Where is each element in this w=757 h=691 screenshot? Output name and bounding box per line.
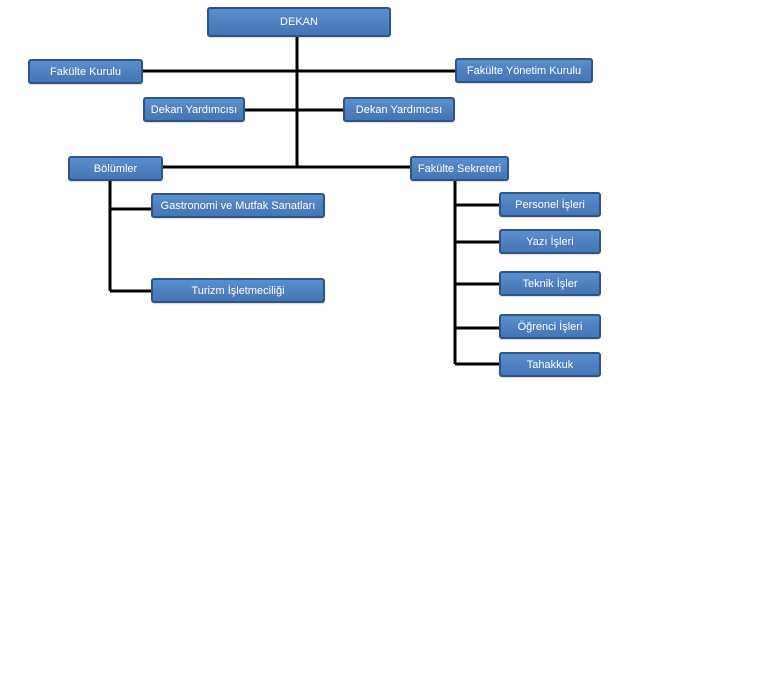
node-bolumler-label: Bölümler <box>93 162 138 175</box>
node-dekan-yardimcisi-1[interactable]: Dekan Yardımcısı <box>143 97 245 122</box>
node-yazi-label: Yazı İşleri <box>526 235 574 248</box>
node-tahakkuk[interactable]: Tahakkuk <box>499 352 601 377</box>
node-turizm-label: Turizm İşletmeciliği <box>191 284 285 297</box>
node-personel[interactable]: Personel İşleri <box>499 192 601 217</box>
node-gastronomi-label: Gastronomi ve Mutfak Sanatları <box>160 199 316 212</box>
node-ogrenci[interactable]: Öğrenci İşleri <box>499 314 601 339</box>
node-turizm[interactable]: Turizm İşletmeciliği <box>151 278 325 303</box>
node-dekan-yardimcisi-2-label: Dekan Yardımcısı <box>355 103 443 116</box>
node-ogrenci-label: Öğrenci İşleri <box>517 320 583 333</box>
node-personel-label: Personel İşleri <box>515 198 585 211</box>
node-fakulte-kurulu[interactable]: Fakülte Kurulu <box>28 59 143 84</box>
node-dekan-label: DEKAN <box>280 16 318 28</box>
node-yazi[interactable]: Yazı İşleri <box>499 229 601 254</box>
node-teknik[interactable]: Teknik İşler <box>499 271 601 296</box>
node-dekan-yardimcisi-1-label: Dekan Yardımcısı <box>150 103 238 116</box>
node-tahakkuk-label: Tahakkuk <box>526 358 574 371</box>
node-teknik-label: Teknik İşler <box>522 277 578 290</box>
node-bolumler[interactable]: Bölümler <box>68 156 163 181</box>
node-fakulte-sekreteri[interactable]: Fakülte Sekreteri <box>410 156 509 181</box>
node-fakulte-sekreteri-label: Fakülte Sekreteri <box>417 162 502 175</box>
node-gastronomi[interactable]: Gastronomi ve Mutfak Sanatları <box>151 193 325 218</box>
node-fakulte-kurulu-label: Fakülte Kurulu <box>50 65 121 78</box>
node-dekan[interactable]: DEKAN <box>207 7 391 37</box>
node-dekan-yardimcisi-2[interactable]: Dekan Yardımcısı <box>343 97 455 122</box>
node-fakulte-yonetim-kurulu-label: Fakülte Yönetim Kurulu <box>466 64 582 77</box>
node-fakulte-yonetim-kurulu[interactable]: Fakülte Yönetim Kurulu <box>455 58 593 83</box>
